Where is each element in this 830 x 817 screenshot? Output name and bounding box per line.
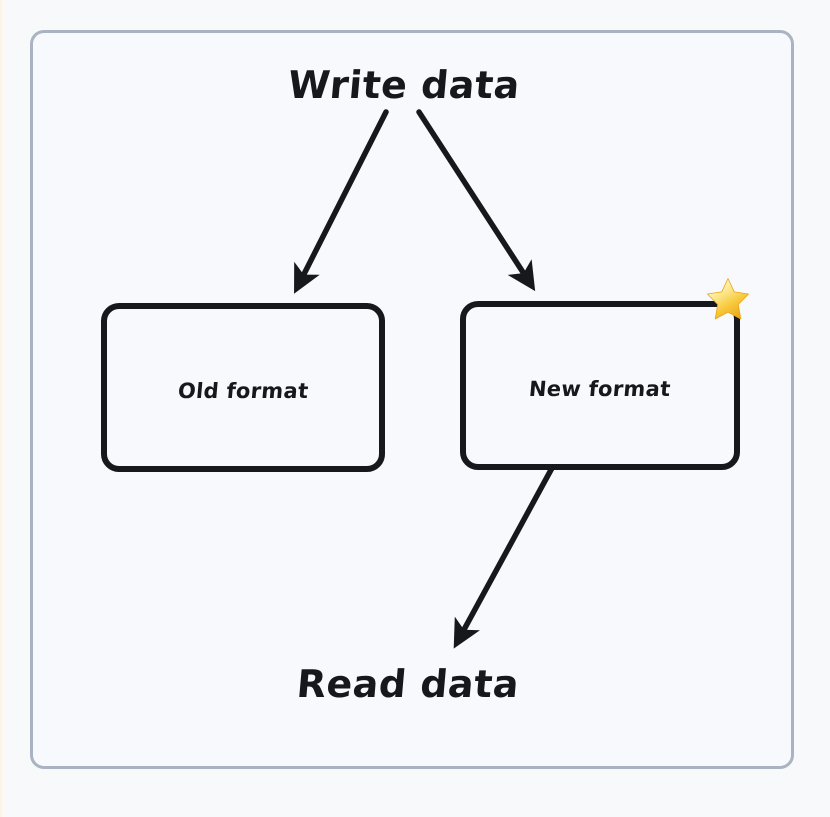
write-data-label: Write data — [286, 63, 522, 107]
node-new-format-label: New format — [528, 376, 672, 401]
node-old-format-label: Old format — [176, 378, 310, 403]
node-new-format[interactable]: New format — [460, 301, 740, 470]
node-old-format[interactable]: Old format — [101, 303, 385, 472]
read-data-label: Read data — [294, 662, 522, 706]
left-edge-strip — [0, 0, 5, 817]
